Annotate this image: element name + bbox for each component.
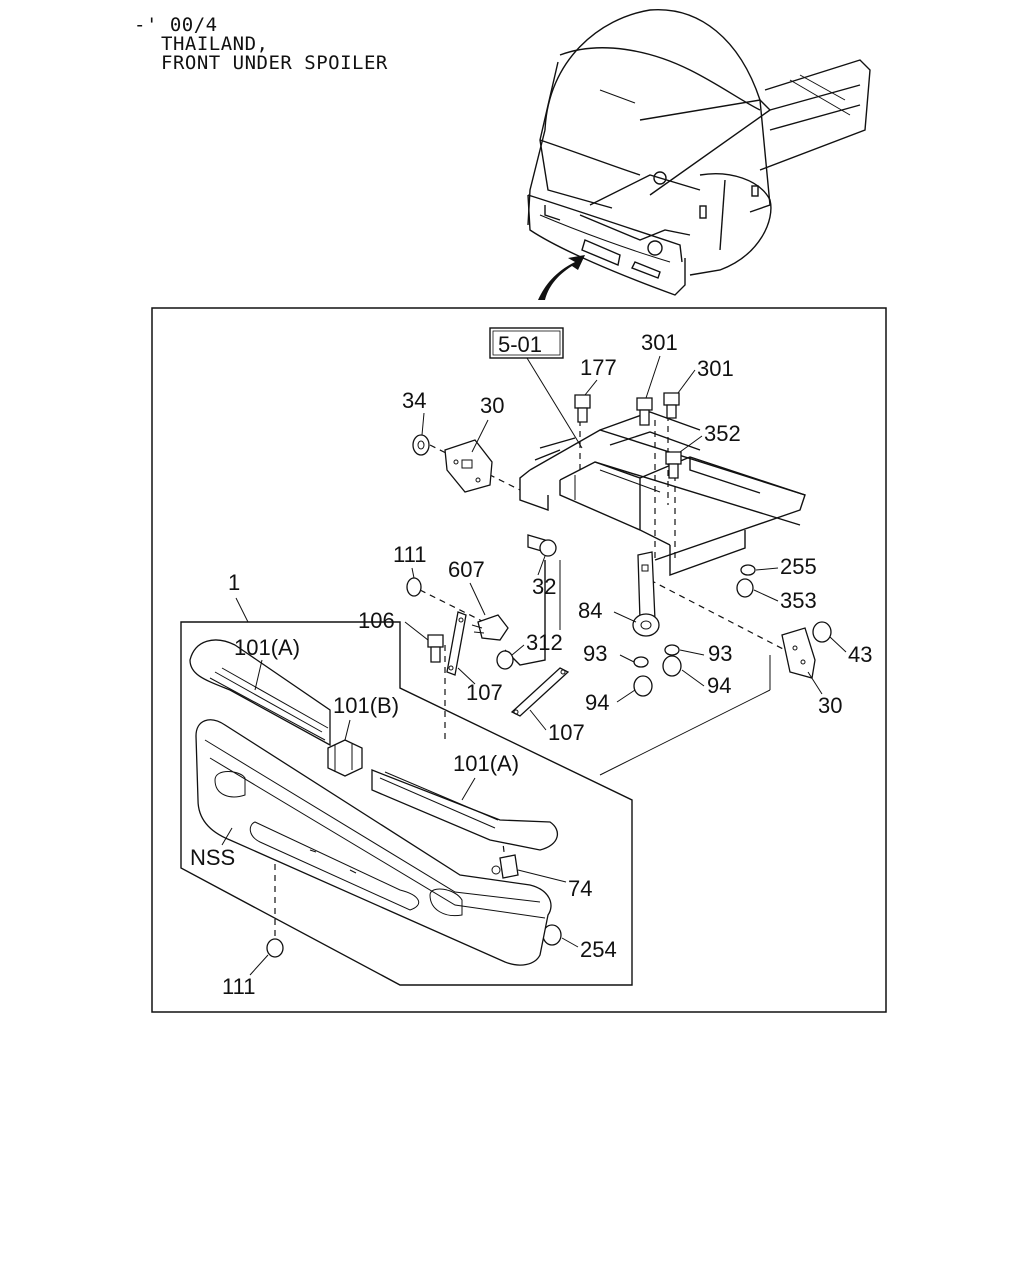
reference-box-5-01: 5-01 (489, 327, 583, 449)
callout-1: 1 (228, 570, 240, 595)
callout-301-left: 301 (641, 330, 678, 355)
strap-107-right (510, 667, 570, 717)
clip-74 (491, 854, 519, 879)
nut-34 (412, 434, 430, 456)
callout-93-left: 93 (583, 641, 607, 666)
callout-254: 254 (580, 937, 617, 962)
callout-301-right: 301 (697, 356, 734, 381)
sub-assembly-outline (180, 621, 633, 986)
chassis-frame-rails (504, 411, 806, 666)
callout-43: 43 (848, 642, 872, 667)
callout-30-lower: 30 (818, 693, 842, 718)
callout-607: 607 (448, 557, 485, 582)
strap-107-left (446, 611, 467, 676)
callout-30-upper: 30 (480, 393, 504, 418)
nut-94-left (633, 675, 653, 697)
callout-255: 255 (780, 554, 817, 579)
bolt-106 (427, 634, 444, 663)
callout-177: 177 (580, 355, 617, 380)
front-under-spoiler-nss (195, 719, 552, 966)
washer-255 (740, 564, 756, 576)
nut-111-upper (406, 577, 422, 597)
bolt-352 (665, 451, 682, 479)
callout-74: 74 (568, 876, 592, 901)
bolt-32 (527, 534, 557, 557)
nut-312 (496, 650, 514, 670)
reference-box-label: 5-01 (498, 332, 542, 357)
spoiler-piece-101b (327, 739, 363, 777)
callout-94-left: 94 (585, 690, 609, 715)
callout-352: 352 (704, 421, 741, 446)
callout-312: 312 (526, 630, 563, 655)
callout-107-right: 107 (548, 720, 585, 745)
diagram-header: -' 00/4 THAILAND, FRONT UNDER SPOILER (134, 16, 534, 73)
callout-101a-right: 101(A) (453, 751, 519, 776)
callout-84: 84 (578, 598, 602, 623)
label-leaders (221, 355, 847, 976)
hanger-84 (632, 551, 660, 637)
nut-353 (736, 578, 754, 598)
bracket-607 (471, 614, 509, 641)
callout-94-right: 94 (707, 673, 731, 698)
bracket-30-lower (781, 627, 816, 679)
nut-43 (812, 621, 832, 643)
callout-32: 32 (532, 574, 556, 599)
header-part-title: FRONT UNDER SPOILER (161, 52, 388, 74)
bolt-301-right (663, 392, 680, 419)
spoiler-strip-101a-left (189, 639, 331, 747)
header-date-code: -' 00/4 (134, 14, 218, 36)
callout-111-upper: 111 (393, 542, 426, 567)
nut-94-right (662, 655, 682, 677)
bracket-30-upper (444, 439, 493, 493)
spoiler-strip-101a-right (371, 769, 559, 851)
callout-111-lower: 111 (222, 974, 255, 999)
callout-labels: 34 30 177 301 301 352 111 607 32 255 353… (190, 330, 872, 999)
bolt-301-left (636, 397, 653, 426)
callout-34: 34 (402, 388, 426, 413)
callout-93-right: 93 (708, 641, 732, 666)
header-region: THAILAND, (161, 33, 269, 55)
fasteners (266, 392, 832, 958)
washer-93-left (633, 656, 649, 668)
diagram-frame (151, 307, 887, 1013)
callout-101a-left: 101(A) (234, 635, 300, 660)
washer-93-right (664, 644, 680, 656)
nut-111-lower (266, 938, 284, 958)
callout-106: 106 (358, 608, 395, 633)
truck-overview-illustration (527, 9, 871, 300)
callout-107-left: 107 (466, 680, 503, 705)
bolt-177 (574, 394, 591, 423)
callout-nss: NSS (190, 845, 235, 870)
callout-353: 353 (780, 588, 817, 613)
callout-101b: 101(B) (333, 693, 399, 718)
